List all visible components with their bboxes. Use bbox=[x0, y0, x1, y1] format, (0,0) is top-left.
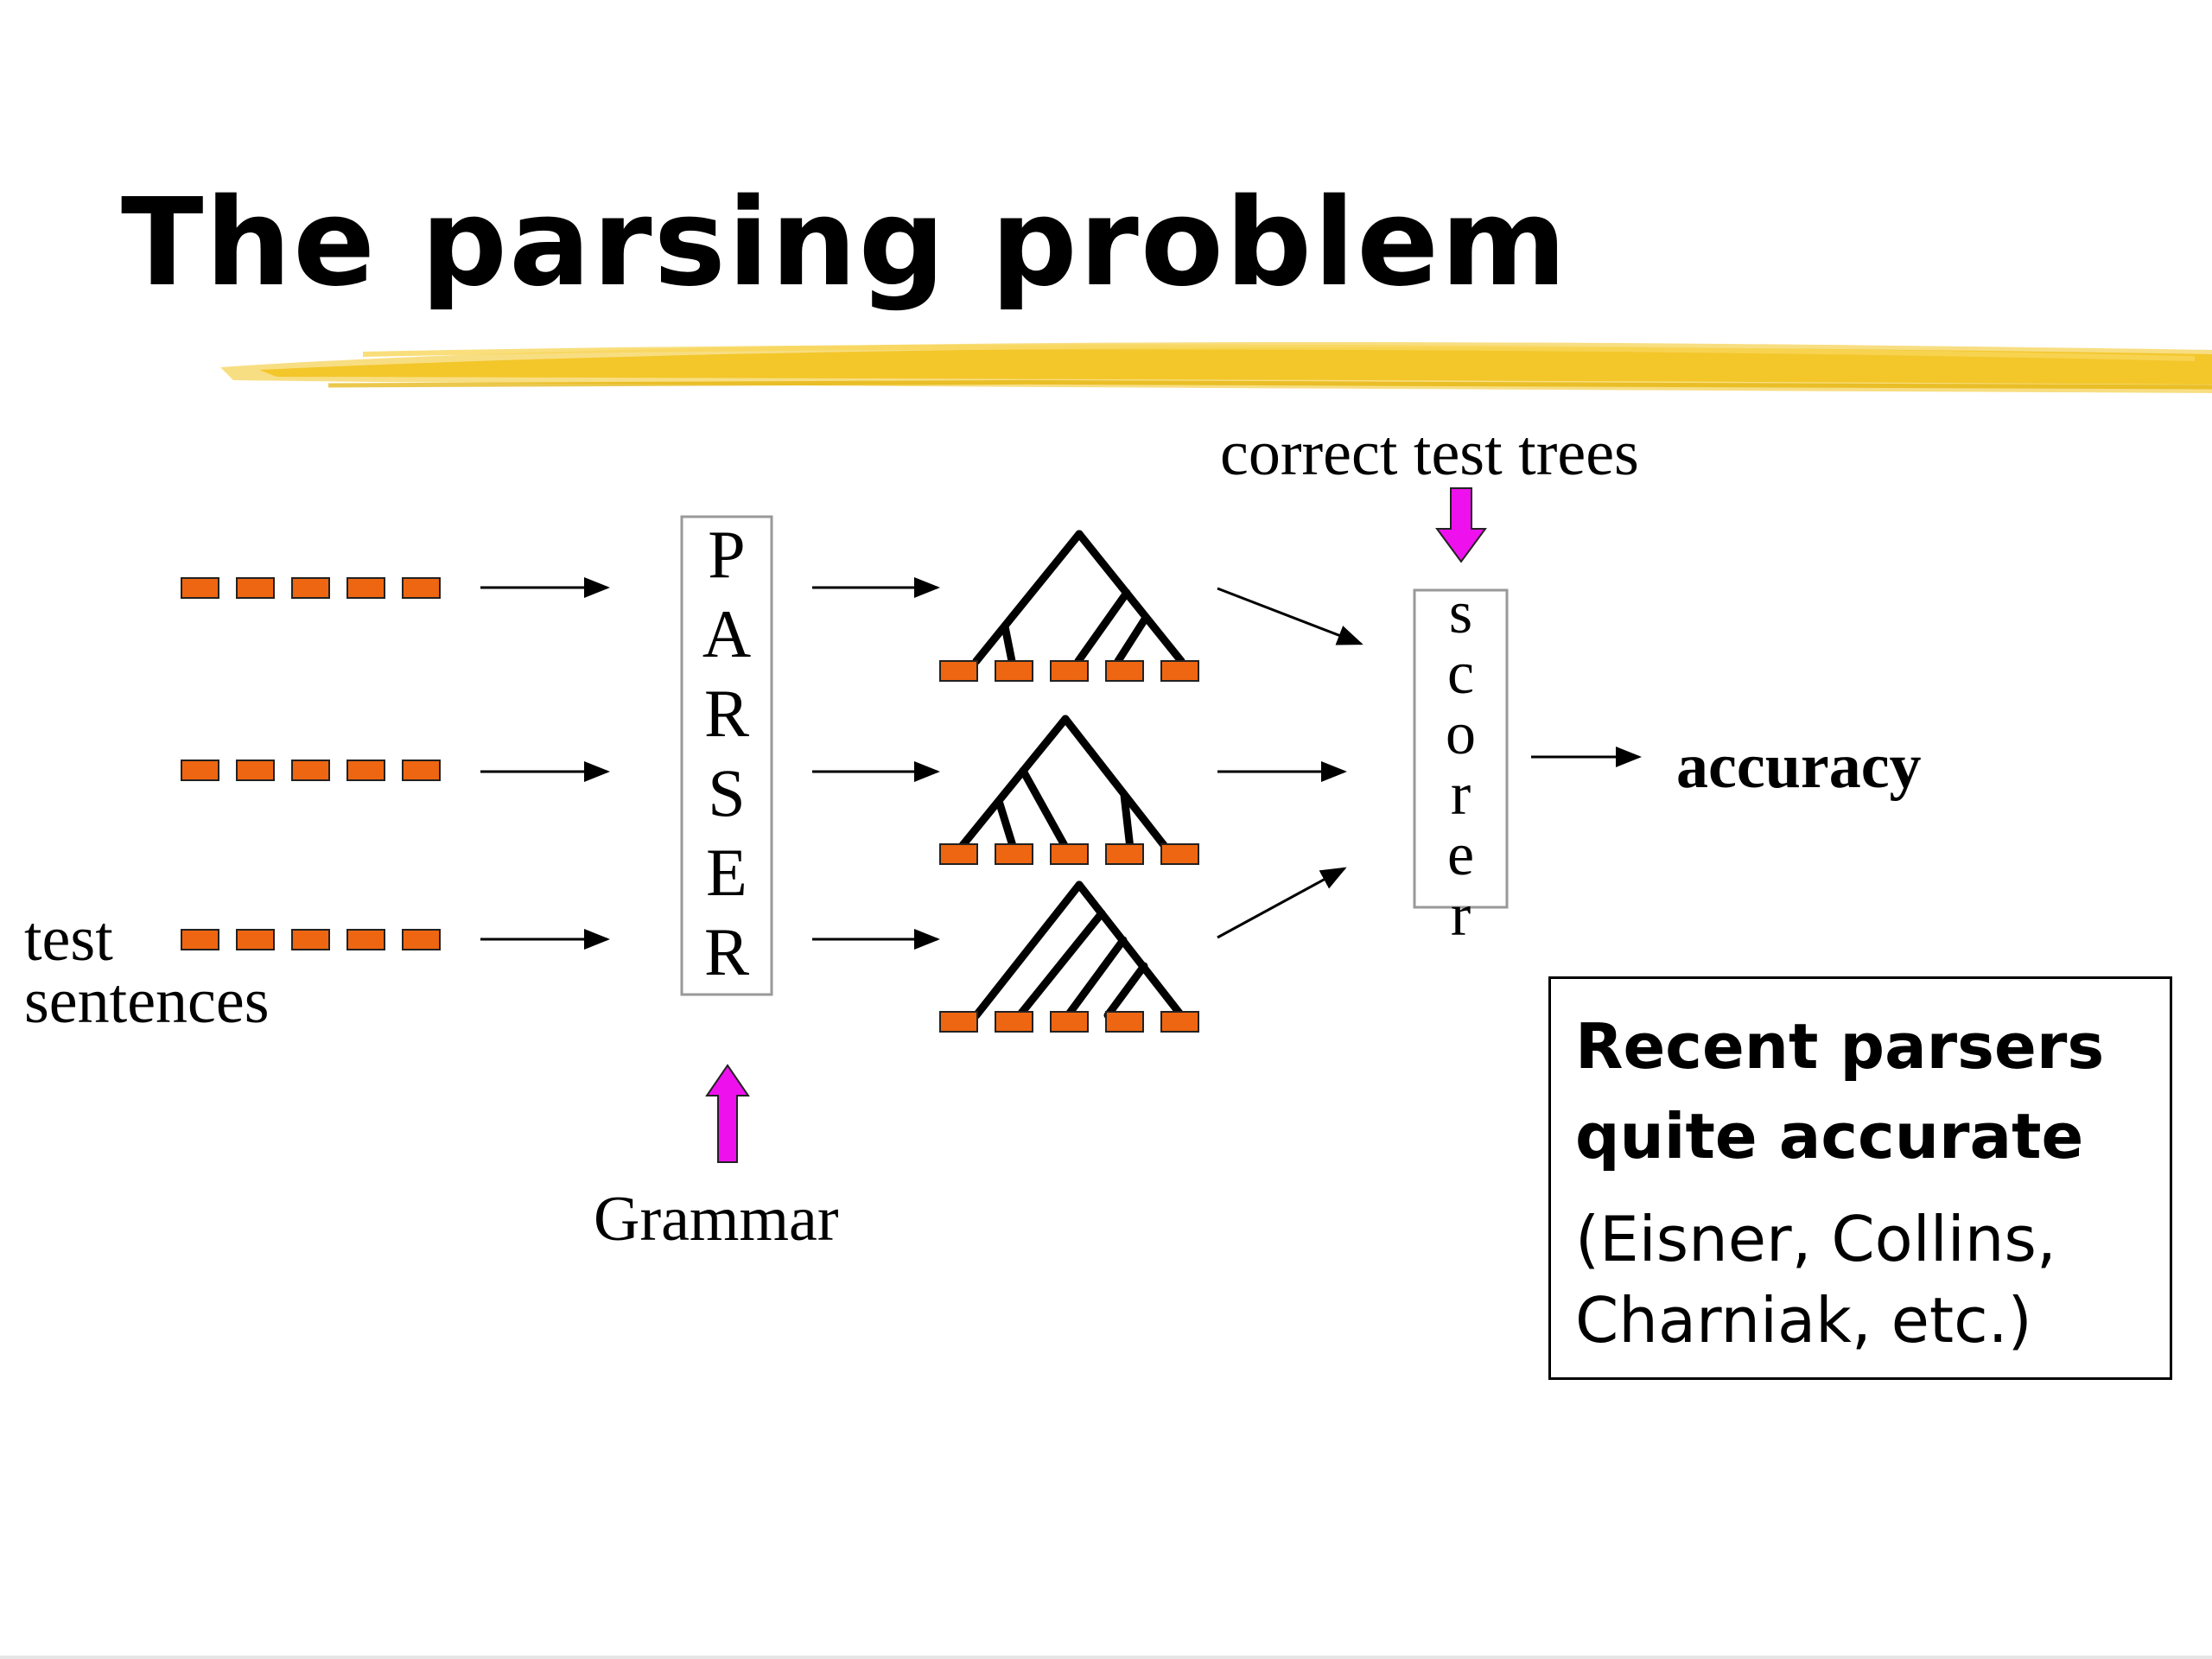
tree-leaves bbox=[939, 660, 1199, 1033]
scorer-letter: r bbox=[1450, 882, 1471, 949]
scorer-label: s c o r e r bbox=[1414, 583, 1507, 946]
parser-letter: E bbox=[706, 835, 747, 910]
word-token-icon bbox=[1160, 1011, 1199, 1033]
arrow-icon bbox=[1217, 867, 1347, 939]
word-token-icon bbox=[1105, 660, 1144, 682]
note-heading: Recent parsers quite accurate bbox=[1575, 1010, 2105, 1173]
parse-tree-icon bbox=[972, 530, 1185, 665]
scorer-letter: e bbox=[1446, 822, 1475, 888]
note-box: Recent parsers quite accurate (Eisner, C… bbox=[1548, 976, 2172, 1380]
word-token-icon bbox=[402, 577, 441, 599]
arrow-icon bbox=[1217, 587, 1363, 645]
scorer-letter: o bbox=[1446, 701, 1476, 767]
scorer-box bbox=[1413, 588, 1509, 909]
parser-letter: A bbox=[702, 596, 752, 671]
word-token-icon bbox=[402, 929, 441, 950]
word-token-icon bbox=[939, 843, 978, 865]
parse-tree-icon bbox=[972, 880, 1185, 1020]
title-highlight-stroke bbox=[220, 341, 2212, 393]
parser-letter: P bbox=[708, 517, 746, 592]
parse-tree-icon bbox=[956, 715, 1171, 853]
word-token-icon bbox=[236, 577, 275, 599]
word-token-icon bbox=[346, 760, 385, 781]
parser-letter: S bbox=[708, 755, 746, 830]
word-token-icon bbox=[291, 760, 330, 781]
word-token-icon bbox=[291, 577, 330, 599]
parser-box bbox=[680, 515, 773, 996]
word-token-icon bbox=[1105, 843, 1144, 865]
test-sentences bbox=[181, 577, 441, 950]
word-token-icon bbox=[995, 1011, 1033, 1033]
word-token-icon bbox=[995, 843, 1033, 865]
note-body: (Eisner, Collins, Charniak, etc.) bbox=[1575, 1203, 2056, 1357]
word-token-icon bbox=[1050, 843, 1089, 865]
grammar-label: Grammar bbox=[594, 1184, 839, 1255]
correct-trees-label: correct test trees bbox=[1220, 418, 1639, 489]
parser-letter: R bbox=[703, 676, 750, 751]
word-token-icon bbox=[1050, 1011, 1089, 1033]
word-token-icon bbox=[1050, 660, 1089, 682]
word-token-icon bbox=[939, 660, 978, 682]
scorer-letter: s bbox=[1448, 580, 1473, 646]
word-token-icon bbox=[236, 760, 275, 781]
word-token-icon bbox=[236, 929, 275, 950]
word-token-icon bbox=[291, 929, 330, 950]
word-token-icon bbox=[181, 760, 219, 781]
bottom-rule bbox=[0, 1656, 2212, 1659]
word-token-icon bbox=[346, 929, 385, 950]
word-token-icon bbox=[402, 760, 441, 781]
scorer-letter: r bbox=[1450, 761, 1471, 828]
word-token-icon bbox=[1160, 660, 1199, 682]
word-token-icon bbox=[181, 577, 219, 599]
scorer-letter: c bbox=[1446, 640, 1475, 707]
test-label: test bbox=[24, 904, 113, 975]
word-token-icon bbox=[1160, 843, 1199, 865]
word-token-icon bbox=[939, 1011, 978, 1033]
slide-title: The parsing problem bbox=[121, 173, 1569, 314]
word-token-icon bbox=[1105, 1011, 1144, 1033]
word-token-icon bbox=[995, 660, 1033, 682]
pink-up-arrow-icon bbox=[705, 1064, 750, 1163]
word-token-icon bbox=[346, 577, 385, 599]
accuracy-label: accuracy bbox=[1676, 731, 1922, 802]
pink-down-arrow-icon bbox=[1435, 487, 1487, 563]
parser-label: P A R S E R bbox=[682, 521, 772, 986]
parser-letter: R bbox=[703, 914, 750, 989]
word-token-icon bbox=[181, 929, 219, 950]
sentences-label: sentences bbox=[24, 966, 270, 1037]
